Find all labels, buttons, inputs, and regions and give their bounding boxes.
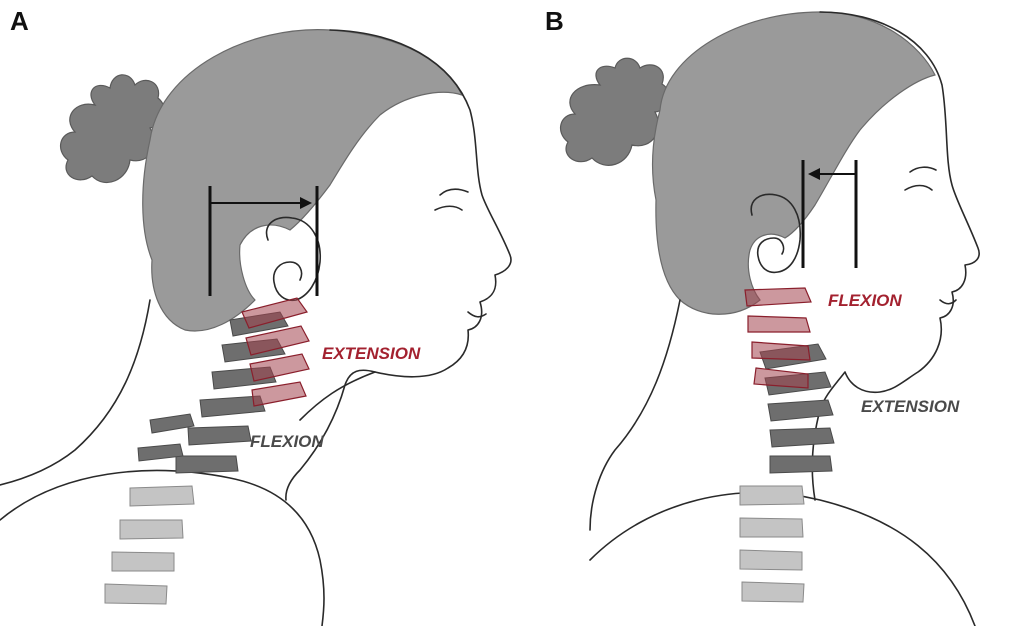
panel-b-neck-back: [590, 300, 680, 530]
panel-b-spine-extension: [760, 344, 834, 473]
panel-b-spine-flexion: [745, 288, 811, 388]
panel-a-hair: [143, 30, 462, 331]
panel-b: B: [545, 6, 979, 626]
panel-b-red-label: FLEXION: [828, 291, 902, 310]
panel-a-chin-line: [300, 372, 375, 420]
panel-b-spine-thoracic: [740, 486, 804, 602]
panel-b-hair: [653, 12, 935, 314]
panel-a-dark-label: FLEXION: [250, 432, 324, 451]
panel-b-eye: [905, 167, 936, 190]
panel-a-spine-thoracic: [105, 486, 194, 604]
panel-a-ear: [267, 217, 321, 300]
panel-a-red-label: EXTENSION: [322, 344, 421, 363]
panel-a-mouth: [468, 312, 486, 317]
panel-a-letter: A: [10, 6, 29, 36]
panel-a-eye: [435, 189, 468, 210]
panel-a-neck-back: [0, 300, 150, 485]
panel-a: A: [0, 6, 511, 626]
panel-b-dark-label: EXTENSION: [861, 397, 960, 416]
panel-b-letter: B: [545, 6, 564, 36]
